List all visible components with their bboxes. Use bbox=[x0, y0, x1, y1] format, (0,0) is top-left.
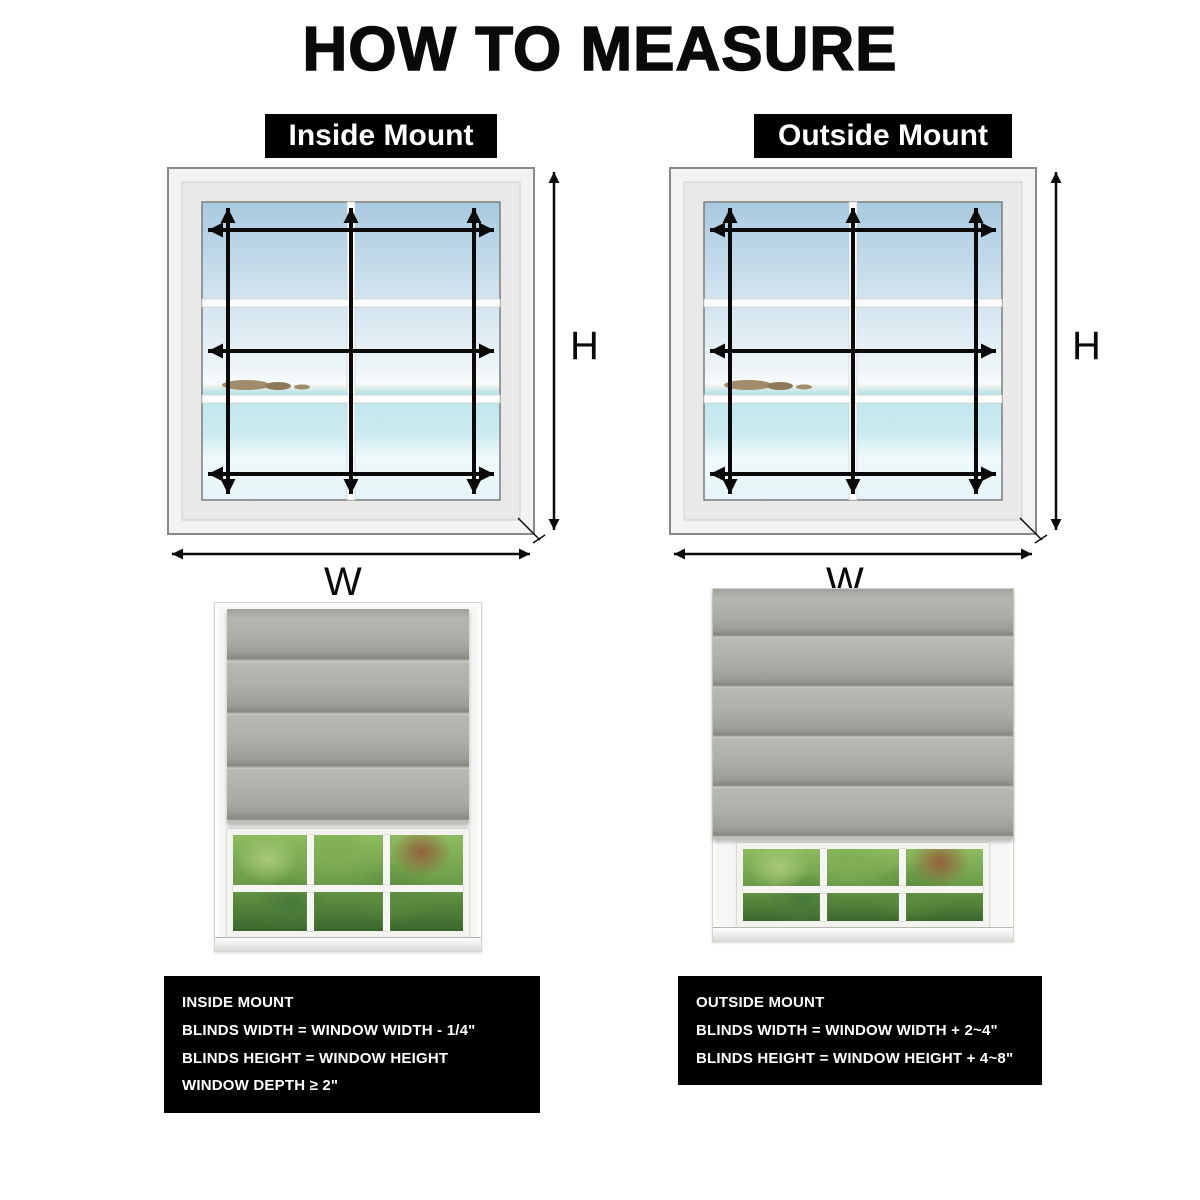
inside-mount-label: Inside Mount bbox=[264, 114, 498, 158]
outside-mount-diagram: H W bbox=[668, 166, 1108, 611]
window-muntin bbox=[233, 884, 463, 892]
window-measure-illustration bbox=[669, 167, 1062, 560]
shade-fold bbox=[227, 769, 469, 823]
window-muntin bbox=[899, 849, 906, 921]
width-dimension-label: W bbox=[324, 560, 362, 604]
height-dimension-label: H bbox=[570, 324, 599, 368]
outside-mount-note: OUTSIDE MOUNT BLINDS WIDTH = WINDOW WIDT… bbox=[678, 976, 1042, 1086]
shade-fold bbox=[227, 716, 469, 770]
height-dimension-label: H bbox=[1072, 324, 1101, 368]
shade-fold bbox=[227, 662, 469, 716]
window-sill bbox=[713, 927, 1013, 941]
shade-fold bbox=[227, 609, 469, 663]
shade-fold bbox=[713, 639, 1013, 689]
window-muntin bbox=[743, 886, 983, 894]
outside-mount-shade-photo bbox=[712, 588, 1014, 942]
note-line: BLINDS WIDTH = WINDOW WIDTH + 2~4" bbox=[696, 1021, 998, 1039]
inside-mount-note: INSIDE MOUNT BLINDS WIDTH = WINDOW WIDTH… bbox=[164, 976, 540, 1113]
roman-shade bbox=[227, 609, 469, 823]
window-measure-illustration bbox=[167, 167, 560, 560]
outside-mount-label: Outside Mount bbox=[754, 114, 1012, 158]
window-muntin bbox=[819, 849, 827, 921]
note-line: BLINDS HEIGHT = WINDOW HEIGHT bbox=[182, 1049, 449, 1067]
window-sill bbox=[215, 937, 481, 951]
window-muntin bbox=[382, 835, 390, 931]
note-line: BLINDS WIDTH = WINDOW WIDTH - 1/4" bbox=[182, 1021, 476, 1039]
shade-fold bbox=[713, 789, 1013, 839]
note-title: INSIDE MOUNT bbox=[182, 994, 294, 1011]
inside-mount-header: Inside Mount bbox=[166, 114, 596, 158]
window-muntin bbox=[306, 835, 314, 931]
inside-mount-diagram: H W bbox=[166, 166, 606, 611]
shade-fold bbox=[713, 689, 1013, 739]
garden-window-view bbox=[227, 829, 469, 937]
shade-fold bbox=[713, 739, 1013, 789]
page-title: HOW TO MEASURE bbox=[302, 14, 898, 85]
inside-mount-shade-photo bbox=[214, 602, 482, 952]
garden-window-view bbox=[737, 843, 989, 927]
note-line: BLINDS HEIGHT = WINDOW HEIGHT + 4~8" bbox=[696, 1049, 1014, 1067]
note-title: OUTSIDE MOUNT bbox=[696, 994, 825, 1011]
note-line: WINDOW DEPTH ≥ 2" bbox=[182, 1077, 339, 1095]
shade-fold bbox=[713, 589, 1013, 639]
roman-shade bbox=[713, 589, 1013, 839]
outside-mount-header: Outside Mount bbox=[668, 114, 1098, 158]
